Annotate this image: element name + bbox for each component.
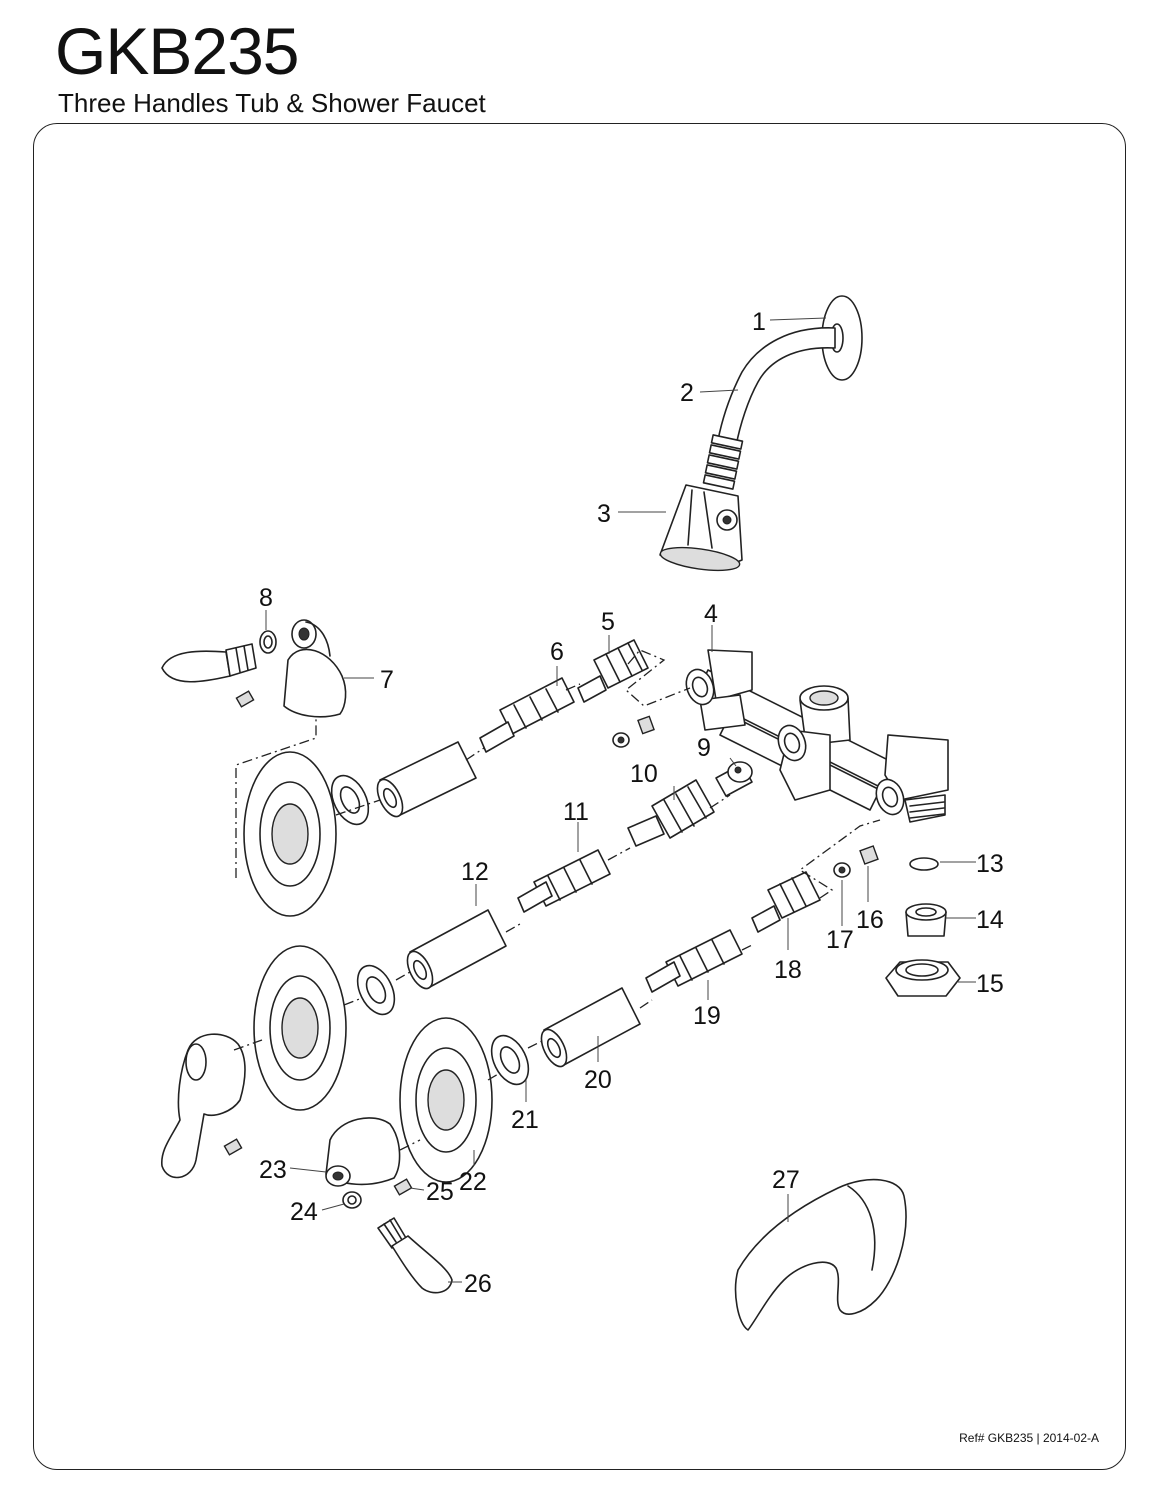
callout-9: 9 [697,734,711,762]
callout-22: 22 [459,1168,487,1196]
part-handle-lever [161,1033,246,1179]
callout-6: 6 [550,638,564,666]
callout-1: 1 [752,308,766,336]
part-ferrule-14 [905,903,947,937]
part-sleeve-lower [540,987,641,1068]
part-cartridge-18 [751,871,821,933]
callout-2: 2 [680,379,694,407]
part-diverter-cartridge [627,779,715,847]
part-set-screw-lever [223,1138,243,1156]
diagram-frame [33,123,1126,1470]
part-washer-24 [342,1191,362,1209]
part-seat-16 [859,845,879,865]
part-nut-15 [885,959,961,997]
part-valve-body [685,649,949,823]
callout-12: 12 [461,858,489,886]
part-shower-head [659,484,743,572]
part-escutcheon-upper [243,751,337,917]
part-handle-upper [161,643,257,683]
callout-20: 20 [584,1066,612,1094]
leader-lines [265,317,976,1283]
product-description: Three Handles Tub & Shower Faucet [58,88,486,118]
callout-21: 21 [511,1106,539,1134]
callout-13: 13 [976,850,1004,878]
callout-10: 10 [630,760,658,788]
part-nut-middle [356,964,396,1016]
callout-15: 15 [976,970,1004,998]
part-escutcheon-lower [399,1017,493,1183]
part-stem-extension-6 [479,677,575,753]
part-sleeve-upper [376,741,477,818]
callout-18: 18 [774,956,802,984]
part-oring-13 [909,857,939,871]
part-handle-hub-23 [325,1117,401,1187]
part-diverter-nut [715,761,753,797]
part-stem-extension-11 [517,849,611,913]
part-nut-upper [330,774,370,826]
callout-11: 11 [563,798,589,826]
callout-7: 7 [380,666,394,694]
callout-8: 8 [259,584,273,612]
part-set-screw-25 [393,1178,413,1196]
part-handle-hub-7 [283,619,347,718]
callout-27: 27 [772,1166,800,1194]
part-port-screws-upper [612,715,655,748]
part-stem-extension-19 [645,929,743,993]
callout-4: 4 [704,600,718,628]
callout-23: 23 [259,1156,287,1184]
callout-25: 25 [426,1178,454,1206]
part-spring-17 [833,862,851,878]
callout-3: 3 [597,500,611,528]
part-nut-lower [490,1034,530,1086]
callout-14: 14 [976,906,1004,934]
assembly-axes [233,649,881,1151]
part-shower-arm [702,327,836,490]
model-number: GKB235 [55,14,299,88]
reference-code: Ref# GKB235 | 2014-02-A [959,1431,1099,1445]
callout-5: 5 [601,608,615,636]
part-tub-spout [734,1178,907,1331]
part-escutcheon-middle [253,945,347,1111]
callout-26: 26 [464,1270,492,1298]
part-handle-26 [377,1217,453,1294]
part-washer-8 [259,630,277,654]
callout-17: 17 [826,926,854,954]
part-set-screw-upper [235,690,255,708]
callout-numbers: 1 2 3 4 5 6 7 8 9 10 11 12 13 14 15 16 1… [259,308,1004,1298]
part-cartridge-5 [577,639,649,703]
callout-24: 24 [290,1198,318,1226]
part-sleeve-middle [406,909,507,990]
callout-19: 19 [693,1002,721,1030]
callout-16: 16 [856,906,884,934]
